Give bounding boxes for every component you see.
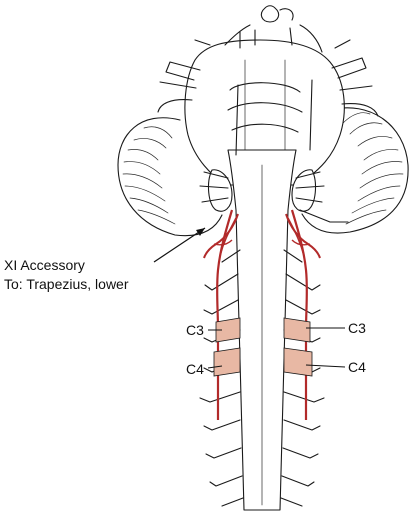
c3-right-label: C3	[348, 320, 366, 336]
lower-cranial-rootlets	[199, 171, 349, 223]
c3-root-right	[283, 317, 311, 343]
pons	[184, 39, 345, 186]
c4-root-right	[283, 347, 313, 377]
spinal-roots-left	[199, 249, 244, 507]
medulla-and-cord	[227, 79, 313, 511]
accessory-nerve-right	[285, 209, 321, 420]
pointer-lines	[153, 227, 346, 369]
spinal-roots-right	[280, 249, 325, 507]
olives	[207, 169, 317, 212]
accessory-nerve-left	[203, 209, 239, 420]
c3-left-label: C3	[186, 322, 204, 338]
cerebellum-right	[301, 107, 409, 234]
c4-root-left	[213, 347, 241, 377]
accessory-label-line2: To: Trapezius, lower	[4, 276, 129, 292]
upper-cranial-nerves	[157, 5, 379, 117]
c4-left-label: C4	[186, 361, 204, 377]
c3-root-left	[215, 317, 241, 343]
c4-right-label: C4	[348, 359, 366, 375]
accessory-label-line1: XI Accessory	[4, 257, 85, 273]
